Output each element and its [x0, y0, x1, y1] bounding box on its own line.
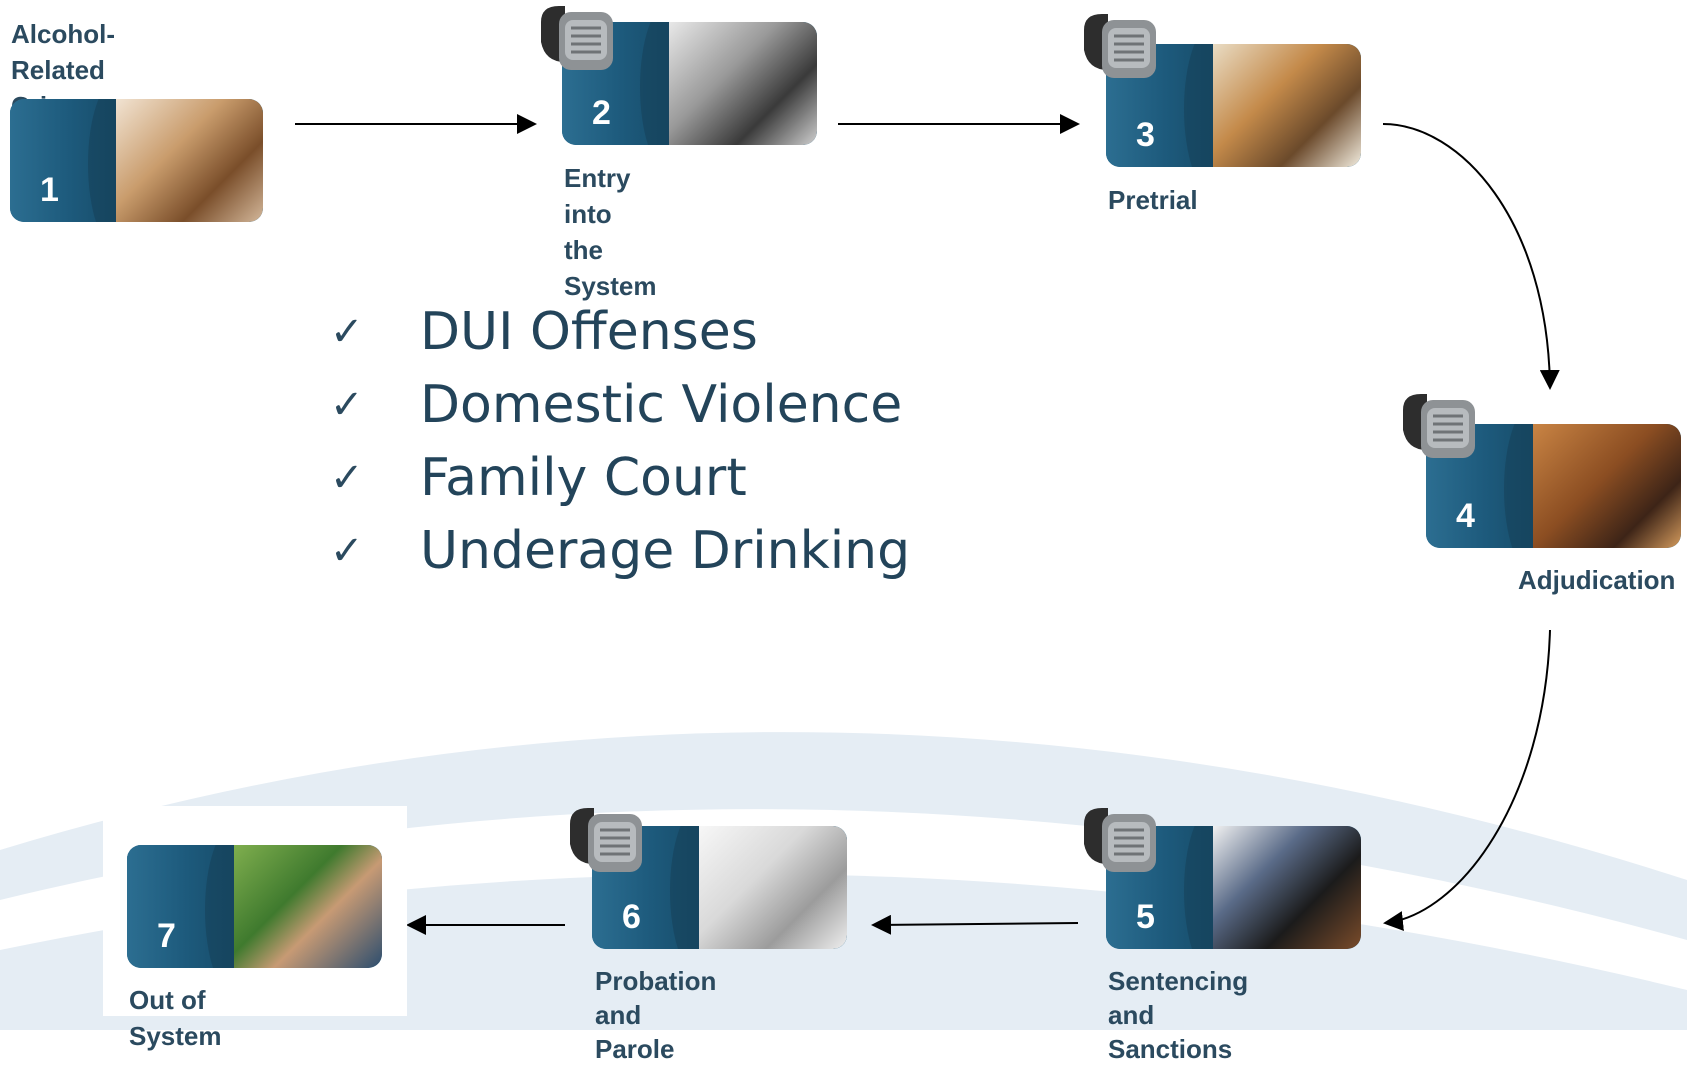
judge-with-gavel-image: [1213, 826, 1361, 949]
step-3-number: 3: [1136, 116, 1155, 154]
check-icon: ✓: [330, 454, 364, 501]
ankle-monitor-icon: [570, 808, 642, 872]
step-4-number: 4: [1456, 497, 1475, 535]
step-5-label: Sentencing and Sanctions: [1108, 966, 1249, 1064]
checklist-item: ✓ Family Court: [330, 441, 910, 514]
step-7-card: 7: [127, 845, 382, 968]
step-6-number: 6: [622, 898, 641, 936]
step-3-label: Pretrial: [1108, 185, 1198, 215]
handcuffed-hands-image: [669, 22, 817, 145]
ankle-monitor-icon: [1084, 14, 1156, 78]
checklist-item-text: Family Court: [420, 447, 747, 508]
step-4-card: 4: [1426, 424, 1681, 548]
check-icon: ✓: [330, 527, 364, 574]
checklist-item: ✓ Domestic Violence: [330, 368, 910, 441]
step-1-number: 1: [40, 171, 59, 209]
arrow-4-to-5: [1383, 629, 1551, 932]
checklist-item: ✓ Underage Drinking: [330, 514, 910, 587]
hand-on-books-image: [1213, 44, 1361, 167]
arrow-3-to-4: [1382, 123, 1560, 390]
flow-arrows: [295, 114, 1560, 935]
checklist-item: ✓ DUI Offenses: [330, 295, 910, 368]
step-7-label: Out of System: [129, 985, 222, 1051]
check-icon: ✓: [330, 381, 364, 428]
courtroom-image: [1533, 424, 1681, 548]
ankle-monitor-icon: [541, 6, 613, 70]
ankle-monitor-icon: [1403, 394, 1475, 458]
step-6-label: Probation and Parole: [595, 966, 717, 1064]
step-2-label: Entry into the System: [564, 163, 657, 301]
ankle-monitor-icon: [1084, 808, 1156, 872]
step-7-number: 7: [157, 917, 176, 955]
checklist: ✓ DUI Offenses ✓ Domestic Violence ✓ Fam…: [330, 295, 910, 587]
step-1-card: 1: [10, 99, 263, 222]
check-icon: ✓: [330, 308, 364, 355]
step-2-number: 2: [592, 94, 611, 132]
whiskey-and-keys-image: [116, 99, 263, 222]
step-5-number: 5: [1136, 898, 1155, 936]
step-2-card: 2: [562, 22, 817, 145]
checklist-item-text: DUI Offenses: [420, 301, 758, 362]
checklist-item-text: Underage Drinking: [420, 520, 911, 581]
checklist-item-text: Domestic Violence: [420, 374, 903, 435]
step-3-card: 3: [1106, 44, 1361, 167]
arrow-5-to-6: [871, 914, 1079, 935]
dictionary-success-image: [699, 826, 847, 949]
smiling-man-image: [234, 845, 382, 968]
step-4-label: Adjudication: [1518, 565, 1676, 595]
